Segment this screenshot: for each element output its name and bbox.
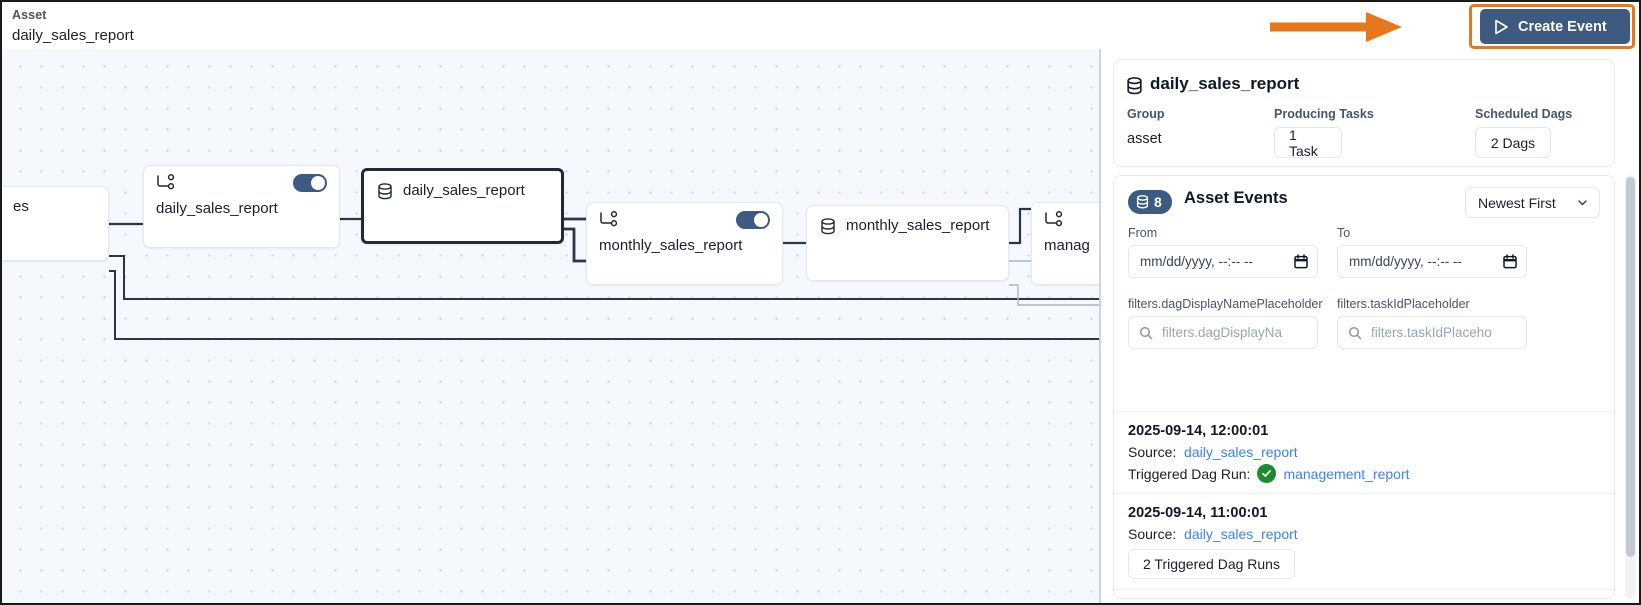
task-filter-label: filters.taskIdPlaceholder (1337, 297, 1470, 311)
graph-node-label: monthly_sales_report (846, 217, 990, 234)
group-value: asset (1127, 131, 1162, 147)
database-icon (1136, 195, 1149, 209)
graph-node-dag-management-report[interactable]: manag (1031, 202, 1099, 285)
asset-label: Asset (12, 8, 47, 22)
dag-pause-toggle[interactable] (736, 211, 770, 229)
graph-edges (109, 207, 1099, 340)
to-label: To (1337, 226, 1351, 240)
asset-events-count: 8 (1154, 194, 1162, 210)
scheduled-dags-column-header: Scheduled Dags (1475, 107, 1573, 121)
asset-event-row[interactable]: 2025-09-14, 10:16:49 Source: daily_sales… (1114, 589, 1614, 603)
dag-icon (1045, 211, 1063, 227)
from-date-value: mm/dd/yyyy, --:-- -- (1140, 254, 1253, 269)
search-icon (1139, 326, 1153, 339)
asset-events-card: 8 Asset Events Newest First From mm/dd/y… (1113, 175, 1615, 603)
source-label: Source: (1128, 444, 1177, 460)
graph-node-label: monthly_sales_report (599, 237, 743, 254)
task-id-search-input[interactable]: filters.taskIdPlaceho (1337, 316, 1527, 349)
event-source: Source: daily_sales_report (1128, 526, 1600, 542)
asset-details-panel: daily_sales_report Group asset Producing… (1099, 49, 1639, 603)
search-icon (1348, 326, 1362, 339)
create-event-button[interactable]: Create Event (1480, 9, 1630, 44)
graph-node-dag-monthly-sales-report[interactable]: monthly_sales_report (586, 202, 783, 285)
to-date-input[interactable]: mm/dd/yyyy, --:-- -- (1337, 245, 1527, 278)
database-icon (378, 183, 392, 200)
dag-filter-label: filters.dagDisplayNamePlaceholder (1128, 297, 1323, 311)
top-header: Asset daily_sales_report Create Event (2, 2, 1639, 49)
graph-node-label: daily_sales_report (156, 200, 278, 217)
asset-graph-canvas[interactable]: es daily_sales_report daily_sales_report (2, 49, 1099, 603)
source-link[interactable]: daily_sales_report (1184, 444, 1298, 460)
graph-node-asset-upstream[interactable]: es (2, 186, 109, 261)
dag-pause-toggle[interactable] (293, 174, 327, 192)
asset-summary-card: daily_sales_report Group asset Producing… (1113, 59, 1615, 167)
scheduled-dags-button[interactable]: 2 Dags (1475, 127, 1551, 158)
asset-event-row[interactable]: 2025-09-14, 12:00:01 Source: daily_sales… (1114, 411, 1614, 493)
annotation-arrow-icon (1270, 12, 1402, 42)
graph-node-label: daily_sales_report (403, 182, 525, 199)
event-timestamp: 2025-09-14, 10:16:49 (1128, 601, 1600, 603)
dag-icon (600, 211, 618, 227)
graph-node-dag-daily-sales-report[interactable]: daily_sales_report (143, 165, 340, 248)
asset-event-row[interactable]: 2025-09-14, 11:00:01 Source: daily_sales… (1114, 493, 1614, 589)
asset-events-list: 2025-09-14, 12:00:01 Source: daily_sales… (1114, 411, 1614, 603)
event-timestamp: 2025-09-14, 11:00:01 (1128, 505, 1268, 521)
panel-scrollbar[interactable] (1625, 175, 1636, 599)
producing-tasks-button[interactable]: 1 Task (1274, 127, 1342, 159)
task-filter-placeholder: filters.taskIdPlaceho (1371, 325, 1492, 340)
triggered-dag-runs-button[interactable]: 2 Triggered Dag Runs (1128, 549, 1295, 579)
source-link[interactable]: daily_sales_report (1184, 526, 1298, 542)
create-event-label: Create Event (1518, 18, 1607, 35)
sort-order-select[interactable]: Newest First (1465, 187, 1600, 218)
event-timestamp: 2025-09-14, 12:00:01 (1128, 423, 1269, 439)
graph-node-asset-monthly-sales-report[interactable]: monthly_sales_report (806, 205, 1009, 281)
event-triggered-dag-run: Triggered Dag Run: management_report (1128, 464, 1600, 483)
dag-display-name-search-input[interactable]: filters.dagDisplayNa (1128, 316, 1318, 349)
from-date-input[interactable]: mm/dd/yyyy, --:-- -- (1128, 245, 1318, 278)
dag-icon (157, 174, 175, 190)
calendar-icon[interactable] (1503, 254, 1517, 269)
chevron-down-icon (1578, 200, 1587, 206)
panel-scrollbar-thumb[interactable] (1626, 177, 1635, 557)
source-label: Source: (1128, 526, 1177, 542)
database-icon (1127, 77, 1142, 95)
play-triangle-icon (1495, 19, 1508, 34)
dag-filter-placeholder: filters.dagDisplayNa (1162, 325, 1283, 340)
sort-order-value: Newest First (1478, 194, 1556, 211)
database-icon (821, 218, 835, 235)
asset-events-count-badge: 8 (1128, 190, 1172, 214)
event-source: Source: daily_sales_report (1128, 444, 1600, 460)
graph-node-label: manag (1044, 237, 1090, 254)
success-check-icon (1257, 464, 1277, 483)
triggered-dag-run-link[interactable]: management_report (1283, 465, 1410, 482)
graph-node-asset-daily-sales-report[interactable]: daily_sales_report (361, 168, 564, 244)
calendar-icon[interactable] (1294, 254, 1308, 269)
asset-title: daily_sales_report (1150, 74, 1300, 93)
asset-events-title: Asset Events (1184, 189, 1288, 207)
graph-node-label: es (13, 198, 29, 215)
asset-name: daily_sales_report (12, 27, 134, 44)
triggered-label: Triggered Dag Run: (1128, 465, 1251, 482)
group-column-header: Group (1127, 107, 1165, 121)
producing-tasks-column-header: Producing Tasks (1274, 107, 1374, 121)
to-date-value: mm/dd/yyyy, --:-- -- (1349, 254, 1462, 269)
from-label: From (1128, 226, 1158, 240)
